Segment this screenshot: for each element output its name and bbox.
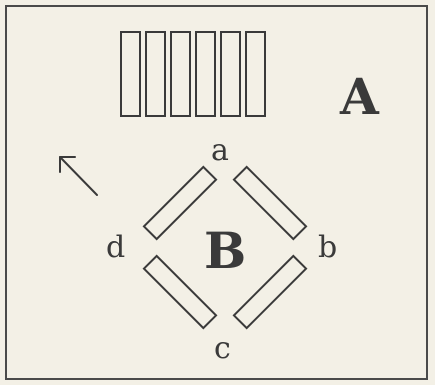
group-a-bars bbox=[120, 31, 266, 117]
group-a-bar bbox=[195, 31, 216, 117]
group-b-label: B bbox=[204, 221, 246, 280]
group-a-label: A bbox=[339, 67, 380, 126]
corner-label-a: a bbox=[211, 133, 229, 168]
group-b-bar-top-right bbox=[232, 165, 308, 241]
group-a-bar bbox=[170, 31, 191, 117]
group-b-bars bbox=[142, 165, 308, 330]
arrow-up-left-icon bbox=[59, 156, 98, 196]
group-b-bar-bottom-right bbox=[232, 254, 308, 330]
group-a-bar bbox=[120, 31, 141, 117]
group-a-bar bbox=[245, 31, 266, 117]
group-a-bar bbox=[145, 31, 166, 117]
group-a-bar bbox=[220, 31, 241, 117]
corner-label-b: b bbox=[318, 230, 337, 265]
group-b-bar-top-left bbox=[142, 165, 218, 241]
corner-label-c: c bbox=[214, 331, 231, 366]
corner-label-d: d bbox=[106, 230, 125, 265]
group-b-bar-bottom-left bbox=[142, 254, 218, 330]
outer-frame bbox=[5, 5, 428, 380]
